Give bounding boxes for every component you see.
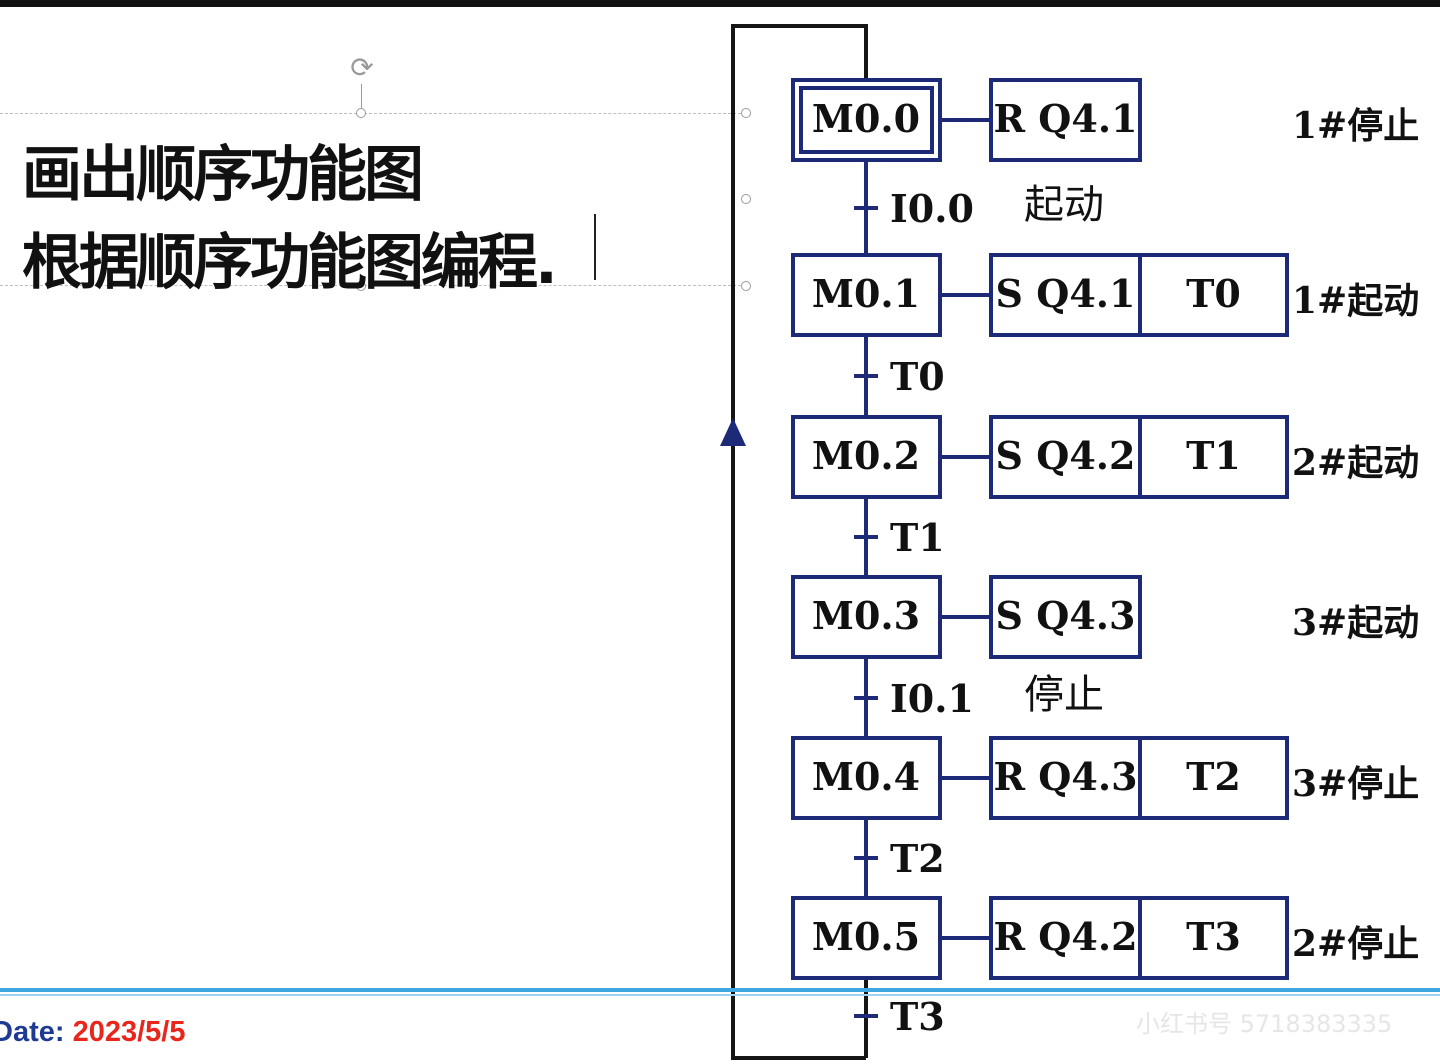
rotate-handle-icon[interactable]: ⟳	[350, 51, 374, 84]
transition-condition: I0.1	[890, 676, 974, 721]
initial-step-inner-box	[799, 86, 934, 154]
transition-note: 停止	[1024, 672, 1104, 718]
footer-divider-light	[0, 994, 1440, 996]
sfc-transition: T2	[854, 836, 945, 881]
step-comment: 1#起动	[1292, 280, 1419, 322]
step-label: M0.0	[812, 96, 920, 141]
resize-handle-bottom-right[interactable]	[741, 281, 751, 291]
title-line-2[interactable]: 根据顺序功能图编程.	[22, 228, 558, 298]
step-label: M0.3	[812, 593, 920, 638]
transition-condition: I0.0	[890, 186, 974, 231]
action-label: S Q4.2	[996, 433, 1136, 478]
timer-label: T1	[1186, 433, 1241, 478]
resize-handle-top-right[interactable]	[741, 108, 751, 118]
step-box	[791, 575, 942, 659]
loop-line	[731, 24, 868, 1060]
step-label: M0.4	[812, 754, 920, 799]
sfc-transition: I0.0 起动	[854, 182, 1104, 231]
resize-handle-right[interactable]	[741, 194, 751, 204]
timer-label: T3	[1186, 914, 1241, 959]
timer-label: T0	[1186, 271, 1241, 316]
transition-note: 起动	[1024, 182, 1104, 228]
resize-handle-top[interactable]	[356, 108, 366, 118]
timer-label: T2	[1186, 754, 1241, 799]
sfc-step: M0.3 S Q4.3 3#起动	[791, 575, 1419, 738]
title-textbox[interactable]	[0, 113, 746, 286]
timer-box	[1138, 415, 1289, 499]
action-box	[989, 78, 1142, 162]
step-comment: 1#停止	[1292, 105, 1419, 147]
transition-condition: T1	[890, 515, 945, 560]
action-label: R Q4.1	[993, 96, 1137, 141]
transition-condition: T2	[890, 836, 945, 881]
step-box	[791, 253, 942, 337]
title-line-1[interactable]: 画出顺序功能图	[22, 140, 424, 210]
step-label: M0.5	[812, 914, 920, 959]
loop-arrow-up-icon	[720, 418, 746, 446]
text-cursor	[594, 214, 596, 280]
step-box	[791, 736, 942, 820]
top-border	[0, 0, 1440, 7]
date-value: 2023/5/5	[72, 1016, 186, 1048]
footer-date: Date: 2023/5/5	[0, 1016, 185, 1049]
step-comment: 2#停止	[1292, 923, 1419, 965]
action-box	[989, 575, 1142, 659]
timer-box	[1138, 896, 1289, 980]
transition-condition: T0	[890, 354, 945, 399]
action-label: S Q4.3	[996, 593, 1136, 638]
action-box	[989, 415, 1142, 499]
sfc-transition: T3	[854, 994, 945, 1039]
sfc-transition: T0	[854, 354, 945, 399]
action-label: R Q4.2	[993, 914, 1137, 959]
step-comment: 3#起动	[1292, 602, 1419, 644]
timer-box	[1138, 736, 1289, 820]
action-box	[989, 253, 1142, 337]
watermark: 小红书号 5718383335	[1136, 1010, 1393, 1038]
step-comment: 3#停止	[1292, 763, 1419, 805]
sfc-transition: I0.1 停止	[854, 672, 1104, 721]
step-label: M0.2	[812, 433, 920, 478]
action-box	[989, 736, 1142, 820]
action-box	[989, 896, 1142, 980]
rotate-handle-stem	[361, 84, 362, 111]
footer-divider	[0, 988, 1440, 992]
step-comment: 2#起动	[1292, 442, 1419, 484]
sfc-step: M0.0 R Q4.1 1#停止	[791, 78, 1419, 255]
timer-box	[1138, 253, 1289, 337]
transition-condition: T3	[890, 994, 945, 1039]
step-label: M0.1	[812, 271, 920, 316]
action-label: R Q4.3	[993, 754, 1137, 799]
sfc-step: M0.5 R Q4.2 T3 2#停止	[791, 896, 1419, 980]
date-label: Date:	[0, 1016, 65, 1048]
step-box	[791, 415, 942, 499]
sfc-transition: T1	[854, 515, 945, 560]
action-label: S Q4.1	[996, 271, 1136, 316]
resize-handle-bottom[interactable]	[356, 281, 366, 291]
